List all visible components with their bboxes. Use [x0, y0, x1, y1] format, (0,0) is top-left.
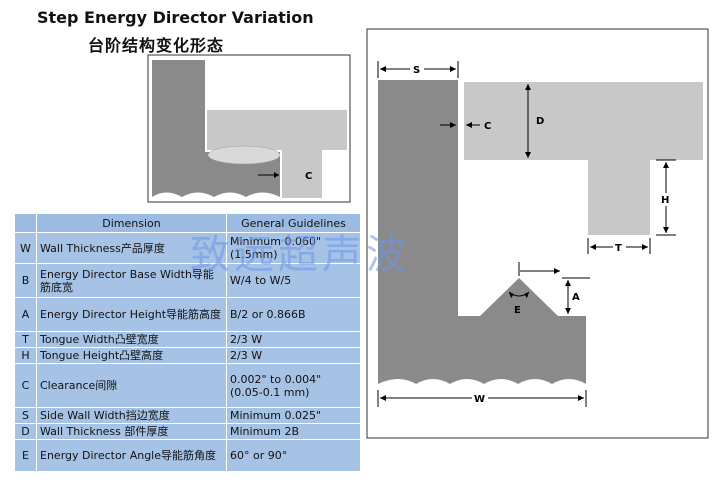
row-guideline: Minimum 0.060" (1.5mm)	[226, 232, 361, 264]
table-row: A Energy Director Height导能筋高度 B/2 or 0.8…	[14, 297, 361, 332]
header-dimension: Dimension	[36, 213, 227, 233]
row-dimension: Tongue Height凸壁高度	[36, 347, 227, 364]
row-code: T	[14, 331, 37, 348]
row-code: H	[14, 347, 37, 364]
watermark-text: 致远超声波	[190, 232, 410, 278]
label-h: H	[661, 195, 669, 206]
label-c: C	[484, 121, 491, 132]
large-tongue	[588, 160, 650, 235]
small-label-c: C	[305, 171, 312, 182]
small-tongue	[282, 150, 322, 198]
header-blank	[14, 213, 37, 233]
row-dimension: Energy Director Angle导能筋角度	[36, 439, 227, 472]
row-dimension: Wall Thickness产品厚度	[36, 232, 227, 264]
row-dimension: Wall Thickness 部件厚度	[36, 423, 227, 440]
row-code: C	[14, 363, 37, 408]
label-e: E	[514, 305, 521, 316]
title-english: Step Energy Director Variation	[37, 8, 314, 27]
row-guideline: B/2 or 0.866B	[226, 297, 361, 332]
table-row: H Tongue Height凸壁高度 2/3 W	[14, 347, 361, 364]
table-row: W Wall Thickness产品厚度 Minimum 0.060" (1.5…	[14, 232, 361, 264]
label-t: T	[615, 243, 622, 254]
table-row: S Side Wall Width挡边宽度 Minimum 0.025"	[14, 407, 361, 424]
small-bottom-part	[152, 60, 280, 197]
table-row: E Energy Director Angle导能筋角度 60° or 90°	[14, 439, 361, 472]
row-guideline: 0.002" to 0.004" (0.05-0.1 mm)	[226, 363, 361, 408]
row-guideline: Minimum 0.025"	[226, 407, 361, 424]
row-code: W	[14, 232, 37, 264]
row-dimension: Clearance间隙	[36, 363, 227, 408]
table-row: D Wall Thickness 部件厚度 Minimum 2B	[14, 423, 361, 440]
row-code: A	[14, 297, 37, 332]
header-guidelines: General Guidelines	[226, 213, 361, 233]
label-d: D	[536, 116, 544, 127]
row-code: B	[14, 263, 37, 298]
row-code: E	[14, 439, 37, 472]
label-a: A	[572, 292, 580, 303]
table-header-row: Dimension General Guidelines	[14, 213, 361, 233]
table-row: T Tongue Width凸壁宽度 2/3 W	[14, 331, 361, 348]
row-dimension: Energy Director Height导能筋高度	[36, 297, 227, 332]
large-diagram-frame	[366, 28, 709, 439]
small-top-part	[207, 110, 347, 150]
small-diagram-frame	[147, 54, 351, 203]
row-code: D	[14, 423, 37, 440]
small-melt-ellipse	[207, 145, 281, 165]
row-dimension: Side Wall Width挡边宽度	[36, 407, 227, 424]
title-chinese: 台阶结构变化形态	[88, 36, 225, 55]
row-guideline: Minimum 2B	[226, 423, 361, 440]
row-guideline: 2/3 W	[226, 331, 361, 348]
table-row: C Clearance间隙 0.002" to 0.004" (0.05-0.1…	[14, 363, 361, 408]
row-dimension: Tongue Width凸壁宽度	[36, 331, 227, 348]
row-guideline: 60° or 90°	[226, 439, 361, 472]
label-s: S	[413, 65, 420, 76]
row-code: S	[14, 407, 37, 424]
dimension-table: Dimension General Guidelines W Wall Thic…	[14, 213, 361, 472]
large-top-part	[464, 82, 703, 160]
row-guideline: 2/3 W	[226, 347, 361, 364]
label-w: W	[474, 394, 485, 405]
